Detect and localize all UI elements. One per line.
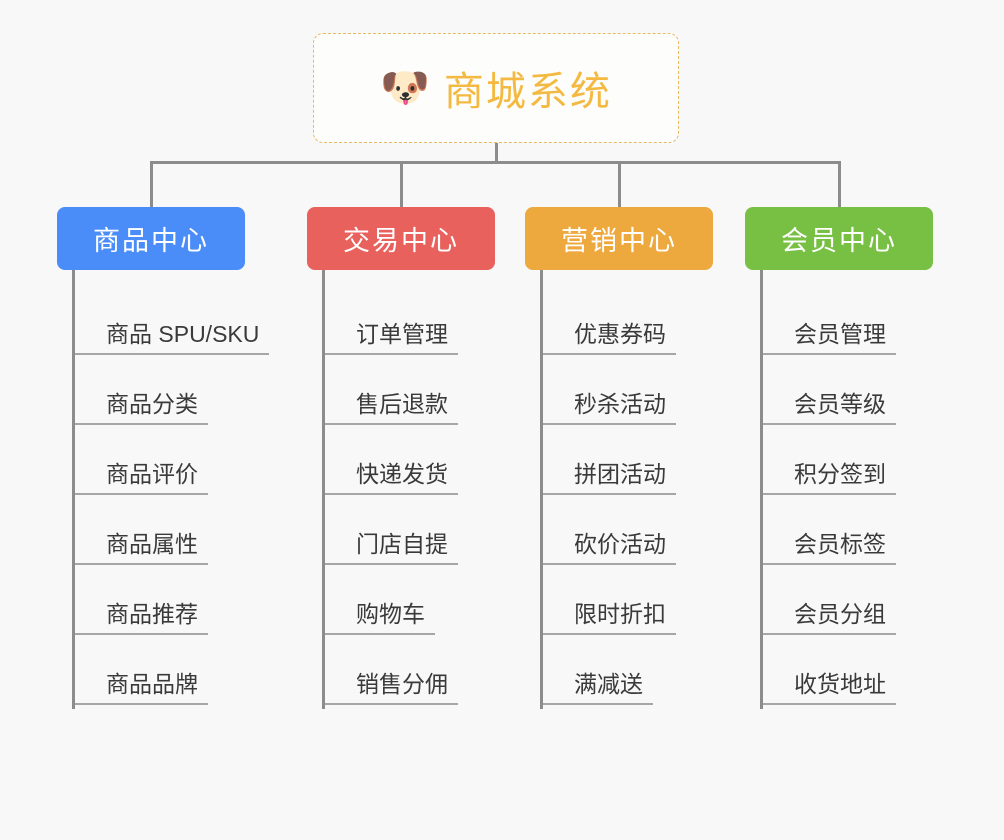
- leaf-item-label: 会员等级: [763, 393, 896, 425]
- connector-drop-2: [400, 161, 403, 207]
- leaf-item[interactable]: 会员分组: [763, 569, 933, 639]
- dog-face-icon: 🐶: [380, 66, 430, 110]
- leaf-item-label: 商品属性: [75, 533, 208, 565]
- leaf-item[interactable]: 购物车: [325, 569, 495, 639]
- connector-root-stem: [495, 143, 498, 164]
- connector-drop-4: [838, 161, 841, 207]
- leaf-item[interactable]: 会员等级: [763, 359, 933, 429]
- leaf-item[interactable]: 商品品牌: [75, 639, 245, 709]
- category-branch-3: 优惠券码 秒杀活动 拼团活动 砍价活动 限时折扣 满减送: [540, 270, 713, 709]
- category-branch-1: 商品 SPU/SKU 商品分类 商品评价 商品属性 商品推荐 商品品牌: [72, 270, 270, 709]
- leaf-item[interactable]: 商品 SPU/SKU: [75, 289, 270, 359]
- leaf-item[interactable]: 满减送: [543, 639, 713, 709]
- leaf-item-label: 积分签到: [763, 463, 896, 495]
- category-header-3[interactable]: 营销中心: [525, 207, 713, 270]
- category-column-1: 商品中心 商品 SPU/SKU 商品分类 商品评价 商品属性 商品推荐 商品品牌: [57, 207, 270, 709]
- leaf-item-label: 快递发货: [325, 463, 458, 495]
- category-column-2: 交易中心 订单管理 售后退款 快递发货 门店自提 购物车 销售分佣: [307, 207, 495, 709]
- leaf-item[interactable]: 订单管理: [325, 289, 495, 359]
- leaf-item-label: 限时折扣: [543, 603, 676, 635]
- leaf-item-label: 会员管理: [763, 323, 896, 355]
- category-header-4[interactable]: 会员中心: [745, 207, 933, 270]
- leaf-item-label: 秒杀活动: [543, 393, 676, 425]
- leaf-item[interactable]: 商品推荐: [75, 569, 245, 639]
- leaf-item-label: 销售分佣: [325, 673, 458, 705]
- leaf-item-label: 会员分组: [763, 603, 896, 635]
- leaf-item[interactable]: 积分签到: [763, 429, 933, 499]
- leaf-item[interactable]: 商品属性: [75, 499, 245, 569]
- leaf-item[interactable]: 砍价活动: [543, 499, 713, 569]
- leaf-item-label: 商品分类: [75, 393, 208, 425]
- category-branch-2: 订单管理 售后退款 快递发货 门店自提 购物车 销售分佣: [322, 270, 495, 709]
- connector-drop-1: [150, 161, 153, 207]
- category-header-2-label: 交易中心: [343, 226, 459, 256]
- category-header-1[interactable]: 商品中心: [57, 207, 245, 270]
- category-column-4: 会员中心 会员管理 会员等级 积分签到 会员标签 会员分组 收货地址: [745, 207, 933, 709]
- leaf-item-label: 商品评价: [75, 463, 208, 495]
- leaf-item-label: 商品品牌: [75, 673, 208, 705]
- category-header-4-label: 会员中心: [781, 226, 897, 256]
- leaf-item-label: 购物车: [325, 603, 435, 635]
- leaf-item[interactable]: 售后退款: [325, 359, 495, 429]
- root-node-mall-system[interactable]: 🐶 商城系统: [313, 33, 679, 143]
- leaf-item-label: 门店自提: [325, 533, 458, 565]
- leaf-item-label: 订单管理: [325, 323, 458, 355]
- leaf-item-label: 商品 SPU/SKU: [75, 323, 270, 355]
- leaf-item[interactable]: 限时折扣: [543, 569, 713, 639]
- leaf-item-label: 优惠券码: [543, 323, 676, 355]
- category-header-3-label: 营销中心: [561, 226, 677, 256]
- category-column-3: 营销中心 优惠券码 秒杀活动 拼团活动 砍价活动 限时折扣 满减送: [525, 207, 713, 709]
- leaf-item[interactable]: 销售分佣: [325, 639, 495, 709]
- connector-drop-3: [618, 161, 621, 207]
- category-header-1-label: 商品中心: [93, 226, 209, 256]
- leaf-item[interactable]: 会员标签: [763, 499, 933, 569]
- leaf-item-label: 拼团活动: [543, 463, 676, 495]
- category-branch-4: 会员管理 会员等级 积分签到 会员标签 会员分组 收货地址: [760, 270, 933, 709]
- leaf-item-label: 售后退款: [325, 393, 458, 425]
- root-node-title: 商城系统: [443, 70, 612, 114]
- connector-trunk-horizontal: [150, 161, 841, 164]
- leaf-item[interactable]: 商品分类: [75, 359, 245, 429]
- leaf-item[interactable]: 收货地址: [763, 639, 933, 709]
- leaf-item[interactable]: 秒杀活动: [543, 359, 713, 429]
- leaf-item[interactable]: 商品评价: [75, 429, 245, 499]
- leaf-item[interactable]: 优惠券码: [543, 289, 713, 359]
- leaf-item[interactable]: 快递发货: [325, 429, 495, 499]
- leaf-item-label: 商品推荐: [75, 603, 208, 635]
- leaf-item-label: 收货地址: [763, 673, 896, 705]
- category-header-2[interactable]: 交易中心: [307, 207, 495, 270]
- leaf-item-label: 满减送: [543, 673, 653, 705]
- leaf-item[interactable]: 门店自提: [325, 499, 495, 569]
- leaf-item[interactable]: 会员管理: [763, 289, 933, 359]
- leaf-item-label: 会员标签: [763, 533, 896, 565]
- leaf-item-label: 砍价活动: [543, 533, 676, 565]
- leaf-item[interactable]: 拼团活动: [543, 429, 713, 499]
